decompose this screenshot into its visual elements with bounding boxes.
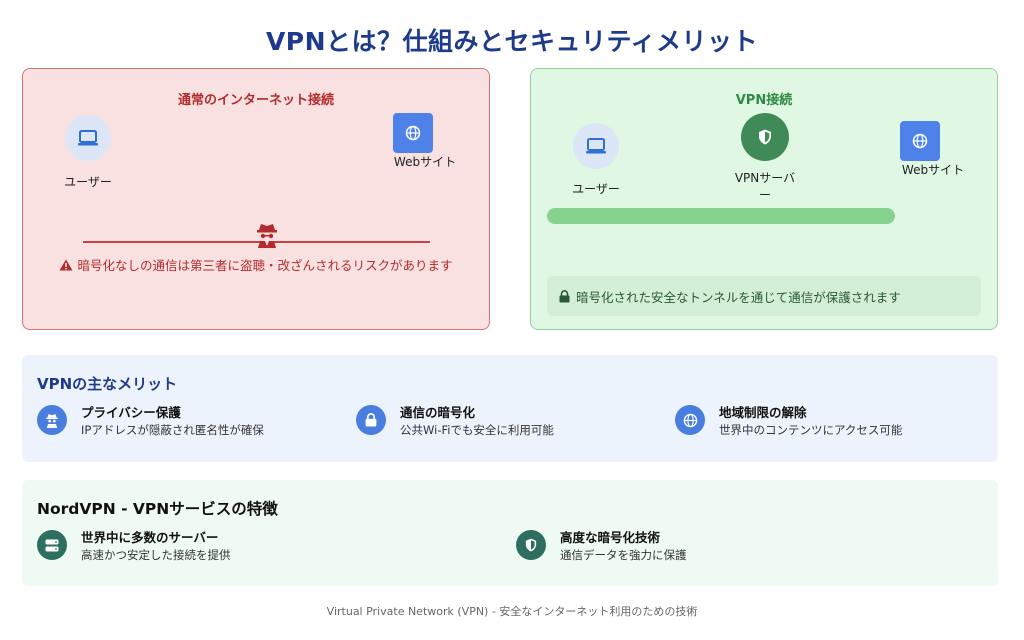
globe-icon (675, 405, 705, 435)
lock-icon (559, 289, 570, 302)
nord-feature-desc: 通信データを強力に保護 (560, 548, 687, 562)
secure-note-text: 暗号化された安全なトンネルを通じて通信が保護されます (576, 289, 901, 305)
normal-panel-title: 通常のインターネット接続 (177, 93, 334, 108)
vpn-panel-title: VPN接続 (735, 93, 793, 108)
normal-connection-panel: 通常のインターネット接続 ユーザー Webサイト (22, 68, 490, 330)
normal-website-node (393, 113, 433, 153)
nordvpn-section: NordVPN - VPNサービスの特徴 世界中に多数のサーバー 高速かつ安定し… (22, 480, 998, 586)
page-title: VPNとは？仕組みとセキュリティメリット (265, 27, 759, 56)
merits-title: VPNの主なメリット (37, 375, 178, 393)
shield-icon (741, 113, 789, 161)
server-icon (37, 530, 67, 560)
merit-desc: IPアドレスが隠蔽され匿名性が確保 (81, 423, 264, 437)
merit-item: 通信の暗号化 公共Wi-Fiでも安全に利用可能 (356, 405, 554, 439)
encrypted-tunnel (547, 208, 895, 224)
merit-desc: 公共Wi-Fiでも安全に利用可能 (400, 423, 554, 437)
risk-warning-text: 暗号化なしの通信は第三者に盗聴・改ざんされるリスクがあります (77, 258, 453, 273)
shield-icon (516, 530, 546, 560)
risk-warning: 暗号化なしの通信は第三者に盗聴・改ざんされるリスクがあります (23, 255, 489, 274)
warning-icon (59, 259, 73, 271)
nord-feature-desc: 高速かつ安定した接続を提供 (81, 548, 231, 562)
laptop-icon (573, 123, 619, 169)
merit-item: 地域制限の解除 世界中のコンテンツにアクセス可能 (675, 405, 902, 439)
merit-item: プライバシー保護 IPアドレスが隠蔽され匿名性が確保 (37, 405, 264, 439)
vpn-user-label: ユーザー (572, 182, 620, 196)
globe-icon (900, 121, 940, 161)
merit-title: 通信の暗号化 (400, 405, 476, 420)
merit-desc: 世界中のコンテンツにアクセス可能 (719, 423, 903, 437)
vpn-connection-panel: VPN接続 ユーザー VPNサーバー Webサイト (530, 68, 998, 330)
nord-feature-item: 高度な暗号化技術 通信データを強力に保護 (516, 530, 687, 564)
globe-icon (393, 113, 433, 153)
normal-website-label: Webサイト (393, 155, 457, 169)
nord-feature-title: 世界中に多数のサーバー (81, 530, 219, 545)
vpn-merits-section: VPNの主なメリット プライバシー保護 IPアドレスが隠蔽され匿名性が確保 通信… (22, 355, 998, 462)
vpn-user-node (571, 123, 621, 169)
vpn-server-label: VPNサーバー (734, 171, 796, 202)
user-secret-icon (255, 222, 279, 248)
user-secret-icon (37, 405, 67, 435)
merit-title: プライバシー保護 (81, 405, 181, 420)
normal-user-node (63, 115, 113, 161)
vpn-server-node (740, 113, 790, 161)
lock-icon (356, 405, 386, 435)
nord-feature-item: 世界中に多数のサーバー 高速かつ安定した接続を提供 (37, 530, 231, 564)
normal-user-label: ユーザー (64, 175, 112, 189)
unencrypted-connection-line (83, 241, 430, 243)
vpn-website-node (900, 121, 940, 161)
vpn-website-label: Webサイト (901, 163, 965, 177)
laptop-icon (65, 115, 111, 161)
nordvpn-title: NordVPN - VPNサービスの特徴 (37, 500, 278, 518)
footer-caption: Virtual Private Network (VPN) - 安全なインターネ… (326, 605, 698, 618)
nord-feature-title: 高度な暗号化技術 (560, 530, 661, 545)
secure-note: 暗号化された安全なトンネルを通じて通信が保護されます (547, 276, 981, 316)
merit-title: 地域制限の解除 (719, 405, 807, 420)
